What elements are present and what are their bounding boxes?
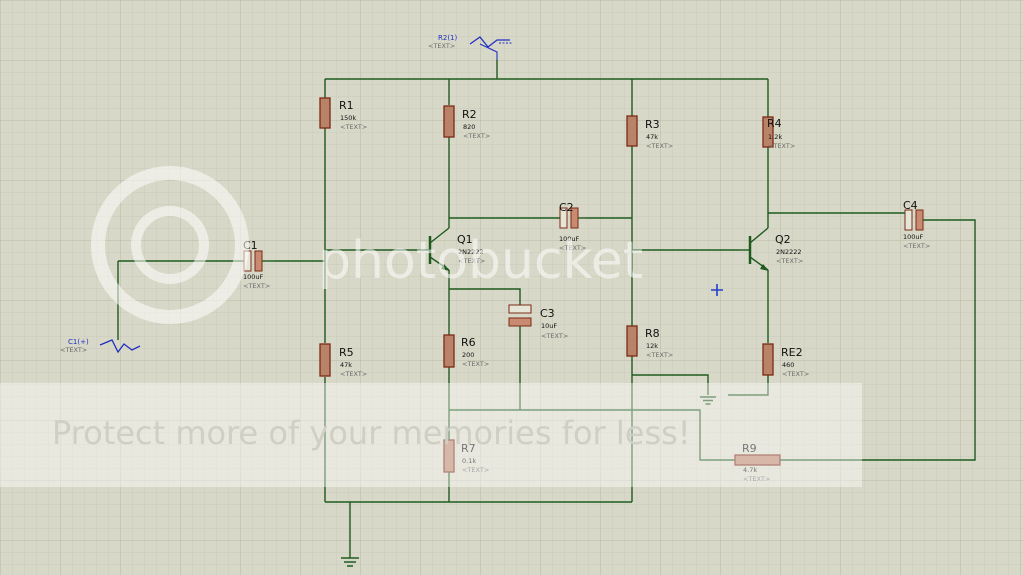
c2-ref-label: C2 bbox=[559, 201, 574, 214]
r7-ref-label: R7 bbox=[461, 442, 476, 455]
re2-ref-label: RE2 bbox=[781, 346, 803, 359]
resistor-r2[interactable]: R2 820 <TEXT> bbox=[443, 105, 490, 140]
terminal-r2-probe[interactable]: R2(1) <TEXT> bbox=[428, 34, 512, 60]
r6-value-label: 200 bbox=[462, 351, 474, 359]
q1-ref-label: Q1 bbox=[457, 233, 473, 246]
watermark-logo: photobucket bbox=[318, 231, 643, 291]
r7-text-label: <TEXT> bbox=[462, 466, 489, 474]
transistor-q2[interactable]: Q2 2N2222 <TEXT> bbox=[740, 227, 803, 271]
resistor-re2[interactable]: RE2 460 <TEXT> bbox=[762, 343, 809, 378]
c2-text-label: <TEXT> bbox=[559, 244, 586, 252]
resistor-r7[interactable]: R7 0.1k <TEXT> bbox=[443, 439, 489, 474]
r4-ref-label: R4 bbox=[767, 117, 782, 130]
q2-text-label: <TEXT> bbox=[776, 257, 803, 265]
capacitor-c4[interactable]: C4 100uF <TEXT> bbox=[898, 199, 930, 250]
r7-value-label: 0.1k bbox=[462, 457, 476, 465]
resistor-r6[interactable]: R6 200 <TEXT> bbox=[443, 334, 489, 368]
c1-text-label: <TEXT> bbox=[243, 282, 270, 290]
capacitor-c2[interactable]: C2 100uF <TEXT> bbox=[559, 201, 586, 252]
probe-arrow-icon bbox=[469, 36, 510, 48]
crosshair-cursor-icon bbox=[711, 284, 723, 296]
c4-value-label: 100uF bbox=[903, 233, 924, 241]
c4-text-label: <TEXT> bbox=[903, 242, 930, 250]
r2-ref-label: R2 bbox=[462, 108, 477, 121]
r2-text-label: <TEXT> bbox=[463, 132, 490, 140]
r1-text-label: <TEXT> bbox=[340, 123, 367, 131]
q1-value-label: 2N2222 bbox=[458, 248, 484, 256]
r3-ref-label: R3 bbox=[645, 118, 660, 131]
ground-symbol-q2 bbox=[700, 396, 716, 405]
r9-value-label: 4.7k bbox=[743, 466, 757, 474]
r4-value-label: 1.2k bbox=[768, 133, 782, 141]
r2-probe-text: <TEXT> bbox=[428, 42, 455, 50]
re2-value-label: 460 bbox=[782, 361, 794, 369]
r3-text-label: <TEXT> bbox=[646, 142, 673, 150]
resistor-r3[interactable]: R3 47k <TEXT> bbox=[626, 115, 673, 150]
r4-text-label: <TEXT> bbox=[768, 142, 795, 150]
c1-probe-text: <TEXT> bbox=[60, 346, 87, 354]
r6-ref-label: R6 bbox=[461, 336, 476, 349]
r8-ref-label: R8 bbox=[645, 327, 660, 340]
photobucket-watermark: photobucket Protect more of your memorie… bbox=[0, 166, 862, 487]
c3-value-label: 10uF bbox=[541, 322, 557, 330]
watermark-tagline: Protect more of your memories for less! bbox=[52, 414, 691, 452]
r8-text-label: <TEXT> bbox=[646, 351, 673, 359]
r2-probe-label: R2(1) bbox=[438, 34, 458, 42]
r5-ref-label: R5 bbox=[339, 346, 354, 359]
resistor-r4[interactable]: R4 1.2k <TEXT> bbox=[762, 116, 795, 150]
ground-symbol-main bbox=[341, 557, 359, 567]
c2-value-label: 100uF bbox=[559, 235, 580, 243]
r9-ref-label: R9 bbox=[742, 442, 757, 455]
resistor-r9[interactable]: R9 4.7k <TEXT> bbox=[734, 442, 781, 483]
c3-ref-label: C3 bbox=[540, 307, 555, 320]
c3-text-label: <TEXT> bbox=[541, 332, 568, 340]
resistor-r1[interactable]: R1 150k <TEXT> bbox=[319, 97, 367, 131]
ac-source-icon bbox=[99, 339, 141, 354]
q1-text-label: <TEXT> bbox=[458, 257, 485, 265]
wires bbox=[117, 60, 976, 558]
capacitor-c3[interactable]: C3 10uF <TEXT> bbox=[508, 304, 568, 340]
q2-ref-label: Q2 bbox=[775, 233, 791, 246]
r2-value-label: 820 bbox=[463, 123, 475, 131]
terminal-c1-probe[interactable]: C1(+) <TEXT> bbox=[60, 338, 141, 354]
re2-text-label: <TEXT> bbox=[782, 370, 809, 378]
r1-ref-label: R1 bbox=[339, 99, 354, 112]
r8-value-label: 12k bbox=[646, 342, 658, 350]
r9-text-label: <TEXT> bbox=[743, 475, 770, 483]
q2-value-label: 2N2222 bbox=[776, 248, 802, 256]
r1-value-label: 150k bbox=[340, 114, 356, 122]
r6-text-label: <TEXT> bbox=[462, 360, 489, 368]
transistor-q1[interactable]: Q1 2N2222 <TEXT> bbox=[420, 227, 485, 271]
resistor-r8[interactable]: R8 12k <TEXT> bbox=[626, 325, 673, 359]
c1-probe-label: C1(+) bbox=[68, 338, 89, 346]
c1-value-label: 100uF bbox=[243, 273, 264, 281]
resistor-r5[interactable]: R5 47k <TEXT> bbox=[319, 343, 367, 378]
r5-value-label: 47k bbox=[340, 361, 352, 369]
c4-ref-label: C4 bbox=[903, 199, 918, 212]
r5-text-label: <TEXT> bbox=[340, 370, 367, 378]
r3-value-label: 47k bbox=[646, 133, 658, 141]
